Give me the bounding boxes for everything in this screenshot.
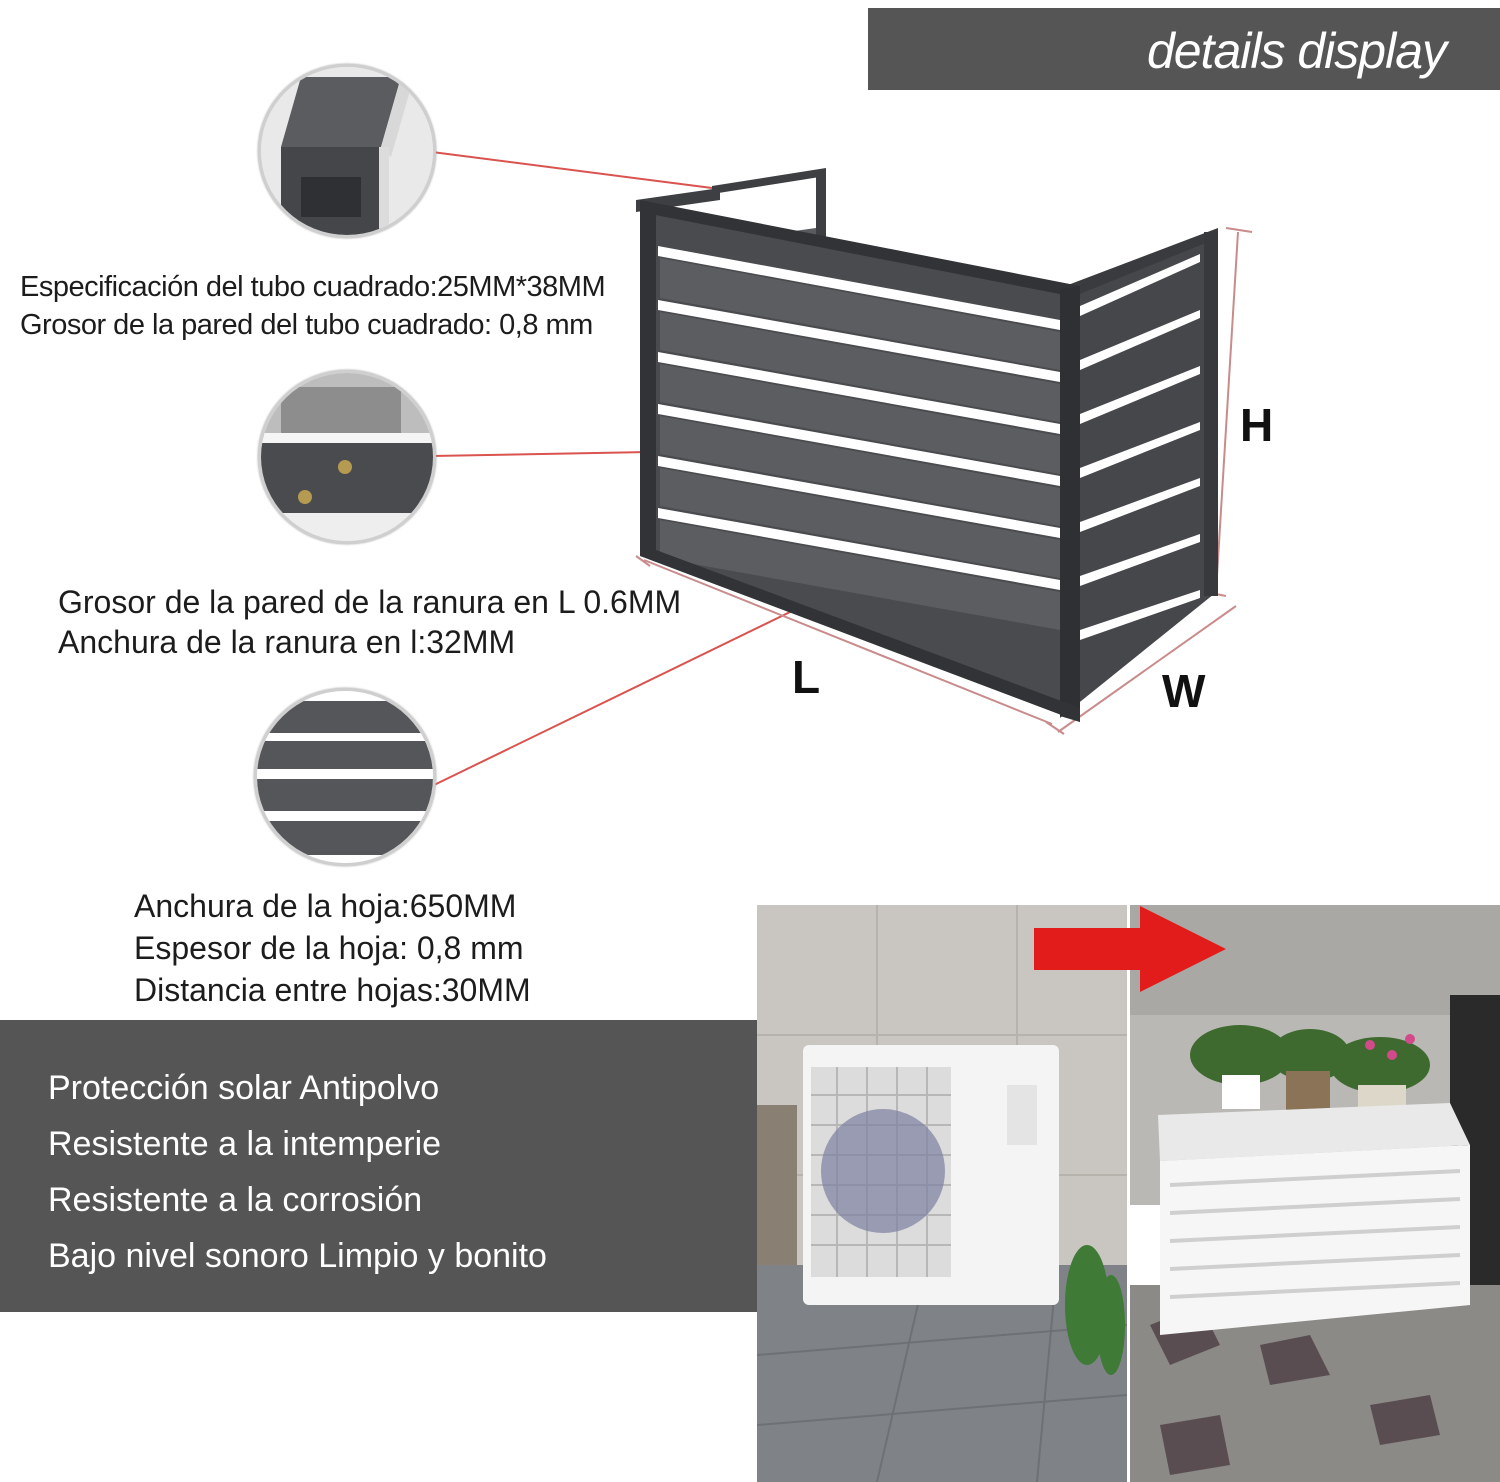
tube-spec-text: Especificación del tubo cuadrado:25MM*38… <box>20 271 606 303</box>
tube-detail-image <box>258 64 436 238</box>
leaf-distance-text: Distancia entre hojas:30MM <box>134 972 531 1008</box>
banner-title: details display <box>1146 23 1447 79</box>
leaf-detail-image <box>254 688 436 866</box>
slot-wall-text: Grosor de la pared de la ranura en L 0.6… <box>58 584 682 620</box>
after-photo <box>1130 905 1500 1482</box>
feature-item: Bajo nivel sonoro Limpio y bonito <box>48 1237 547 1275</box>
dimension-height-label: H <box>1240 399 1274 451</box>
dimension-lines <box>635 227 1253 735</box>
leader-line-tube <box>431 151 713 189</box>
tube-wall-text: Grosor de la pared del tubo cuadrado: 0,… <box>20 309 593 341</box>
features-panel: Protección solar Antipolvo Resistente a … <box>0 1020 757 1312</box>
leader-line-leaf <box>431 577 861 787</box>
dimension-length-label: L <box>792 651 821 703</box>
title-banner: details display <box>868 8 1500 90</box>
before-photo <box>757 905 1127 1482</box>
dimension-width-label: W <box>1162 665 1206 717</box>
leaf-thickness-text: Espesor de la hoja: 0,8 mm <box>134 930 524 966</box>
leader-line-slot <box>431 451 649 457</box>
white-cover-top <box>1158 1103 1470 1161</box>
leaf-width-text: Anchura de la hoja:650MM <box>134 888 517 924</box>
slot-width-text: Anchura de la ranura en l:32MM <box>58 624 516 660</box>
louver-leaves-icon <box>257 691 433 863</box>
feature-item: Resistente a la intemperie <box>48 1125 442 1163</box>
slot-detail-image <box>258 370 436 544</box>
l-slot-icon <box>261 373 433 541</box>
arrow-right-icon <box>1034 906 1226 992</box>
feature-item: Resistente a la corrosión <box>48 1181 423 1219</box>
square-tube-icon <box>261 67 433 235</box>
feature-item: Protección solar Antipolvo <box>48 1069 440 1107</box>
front-panel <box>640 200 1080 722</box>
side-panel <box>1060 228 1218 718</box>
product-diagram <box>431 151 1253 787</box>
